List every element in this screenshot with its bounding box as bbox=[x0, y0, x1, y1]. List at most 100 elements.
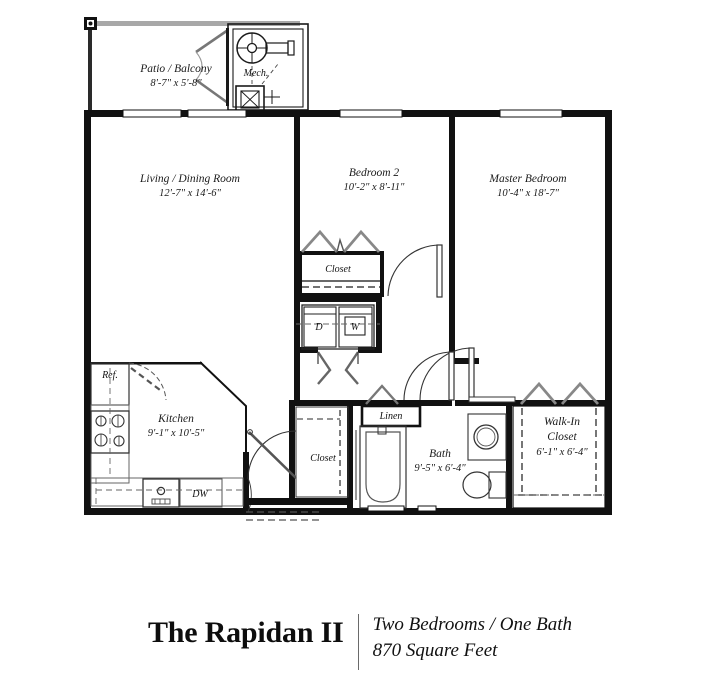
plan-title: The Rapidan II bbox=[147, 616, 344, 649]
balcony-door-jamb bbox=[226, 28, 229, 106]
wall-hallcloset-left bbox=[289, 400, 295, 505]
subtitle-beds-baths: Two Bedrooms / One Bath bbox=[372, 614, 573, 635]
dishwasher-outline bbox=[179, 478, 223, 508]
window-living-1 bbox=[122, 109, 182, 118]
title-inner: The Rapidan II Two Bedrooms / One Bath 8… bbox=[148, 612, 572, 670]
wall-laundry-bottom-r bbox=[358, 347, 382, 353]
balcony-post-center bbox=[88, 21, 93, 26]
wall-master-hall-jog bbox=[449, 358, 479, 364]
wall-master-bottom bbox=[455, 400, 612, 406]
label-hallcloset: Closet bbox=[310, 453, 336, 464]
hvac-hub-icon bbox=[246, 42, 258, 54]
laundry-closet bbox=[296, 304, 380, 385]
label-wic-name2: Closet bbox=[547, 431, 577, 443]
wall-hallcloset-top bbox=[289, 400, 353, 406]
laundry-box bbox=[301, 304, 375, 350]
window-living-2 bbox=[187, 109, 247, 118]
title-divider bbox=[357, 614, 359, 670]
balcony-railing bbox=[90, 21, 300, 26]
washer-drum bbox=[344, 316, 366, 336]
title-block: The Rapidan II Two Bedrooms / One Bath 8… bbox=[0, 612, 720, 700]
washer-unit bbox=[338, 306, 373, 348]
wall-bath-right bbox=[506, 406, 512, 515]
hallcloset-outline bbox=[295, 406, 349, 498]
label-bedroom2-dims: 10'-2" x 8'-11" bbox=[344, 182, 406, 193]
walk-in-closet-area bbox=[512, 381, 606, 509]
label-master-name: Master Bedroom bbox=[488, 173, 566, 185]
bathtub-outline bbox=[359, 425, 407, 509]
bedroom2-closet bbox=[298, 229, 384, 297]
water-heater-inner bbox=[240, 90, 260, 109]
kitchen-fixtures bbox=[90, 362, 244, 508]
wall-bath-top bbox=[352, 400, 452, 406]
label-wic-dims: 6'-1" x 6'-4" bbox=[536, 447, 588, 458]
kitchen-sink-faucet bbox=[151, 498, 171, 505]
toilet-tank bbox=[488, 471, 507, 499]
toilet-bowl bbox=[462, 471, 492, 499]
wall-laundry-bottom-l bbox=[294, 347, 318, 353]
wic-bifold-right bbox=[560, 381, 600, 405]
mech-room-area bbox=[195, 23, 309, 114]
entry-door-arc bbox=[247, 477, 252, 513]
laundry-bifold-left bbox=[317, 351, 332, 385]
bath-vanity bbox=[467, 413, 507, 461]
label-bed2closet: Closet bbox=[325, 264, 351, 275]
bedroom2-door bbox=[387, 244, 443, 298]
refrigerator-door-arc bbox=[128, 362, 167, 401]
refrigerator-door-leaf bbox=[130, 367, 161, 391]
bed2-door-leaf bbox=[436, 244, 443, 298]
wall-kitchen-right bbox=[243, 452, 249, 515]
balcony-door-leaf-1 bbox=[195, 28, 229, 54]
bathtub-faucet bbox=[377, 426, 387, 435]
wall-living-bed2 bbox=[294, 110, 300, 400]
label-living-dims: 12'-7" x 14'-6" bbox=[159, 188, 221, 199]
subtitle-square-feet: 870 Square Feet bbox=[372, 640, 498, 662]
bath-door-arc bbox=[403, 351, 453, 401]
room-labels: Patio / Balcony 8'-7" x 5'-8" Mech. Livi… bbox=[139, 63, 588, 474]
hall-closet-area bbox=[247, 406, 349, 498]
label-patio-dims: 8'-7" x 5'-8" bbox=[150, 78, 202, 89]
hvac-duct bbox=[265, 42, 289, 54]
bath-wall-opening-2 bbox=[417, 505, 437, 512]
wall-bed2-master-lower bbox=[449, 268, 455, 362]
linen-bifold bbox=[365, 384, 399, 405]
wall-bed2-master bbox=[449, 110, 455, 270]
label-kitchen-name: Kitchen bbox=[157, 413, 194, 425]
closet-bifold-left bbox=[300, 229, 339, 253]
label-master-dims: 10'-4" x 18'-7" bbox=[497, 188, 559, 199]
subtitle-column: Two Bedrooms / One Bath 870 Square Feet bbox=[359, 612, 573, 664]
master-door-leaf bbox=[468, 347, 475, 401]
wall-left bbox=[84, 110, 91, 515]
hvac-duct-cap bbox=[287, 40, 295, 56]
master-door-threshold bbox=[468, 396, 516, 403]
wic-outline bbox=[512, 405, 606, 509]
label-refrigerator: Ref. bbox=[101, 370, 118, 381]
bed2-door-arc bbox=[387, 244, 441, 297]
balcony-left-rail bbox=[88, 30, 92, 114]
closet-bifold-right bbox=[342, 229, 381, 253]
interior-walls bbox=[84, 110, 612, 515]
label-linen: Linen bbox=[379, 411, 403, 422]
window-master bbox=[499, 109, 563, 118]
entry-door bbox=[246, 477, 320, 521]
closet-bed2-box bbox=[298, 251, 384, 297]
master-door-arc bbox=[419, 347, 473, 401]
label-mech-name: Mech. bbox=[243, 68, 269, 79]
label-kitchen-dims: 9'-1" x 10'-5" bbox=[148, 428, 205, 439]
laundry-bifold-right bbox=[344, 351, 359, 385]
label-washer: W bbox=[351, 322, 361, 333]
hallcloset-door-leaf bbox=[248, 431, 297, 479]
wall-laundry-top bbox=[294, 296, 382, 302]
kitchen-sink-outline bbox=[142, 478, 180, 508]
window-bedroom2 bbox=[339, 109, 403, 118]
label-living-name: Living / Dining Room bbox=[139, 173, 240, 185]
label-bath-dims: 9'-5" x 6'-4" bbox=[414, 463, 466, 474]
wall-hallcloset-bottom bbox=[289, 498, 353, 505]
wall-bath-left bbox=[347, 400, 353, 515]
label-dishwasher: DW bbox=[191, 489, 209, 500]
mech-room-inner bbox=[232, 28, 304, 108]
label-bedroom2-name: Bedroom 2 bbox=[349, 167, 400, 179]
bathtub-basin bbox=[365, 431, 401, 503]
